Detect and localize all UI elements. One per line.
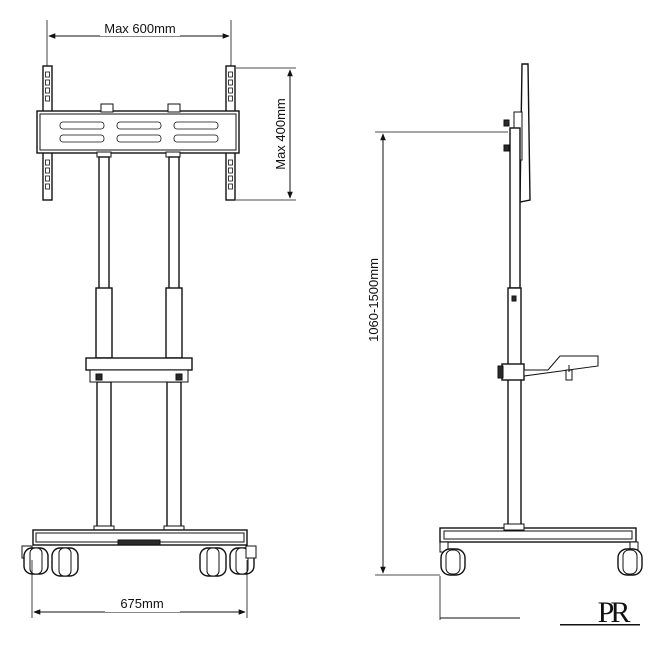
front-base	[32, 529, 248, 546]
mount-width-label: Max 600mm	[104, 21, 176, 36]
brand-logo: PR	[560, 596, 640, 629]
mount-height-label: Max 400mm	[273, 98, 288, 170]
mount-width-dimension: Max 600mm	[46, 20, 232, 68]
front-shelf	[85, 357, 193, 383]
front-casters	[21, 545, 257, 577]
mount-height-dimension: Max 400mm	[236, 67, 296, 201]
side-column	[507, 127, 522, 529]
base-width-dimension: 675mm	[31, 560, 248, 618]
side-casters	[439, 541, 643, 576]
stand-height-dimension: 1060-1500mm	[366, 131, 508, 576]
front-view: Max 600mm Max 400mm	[21, 20, 296, 618]
side-shelf	[497, 355, 599, 381]
mounting-plate	[36, 103, 240, 158]
stand-height-label: 1060-1500mm	[366, 258, 381, 342]
front-columns	[93, 156, 185, 535]
side-view: 1060-1500mm	[366, 63, 643, 620]
base-width-label: 675mm	[120, 596, 163, 611]
side-base	[439, 523, 637, 543]
